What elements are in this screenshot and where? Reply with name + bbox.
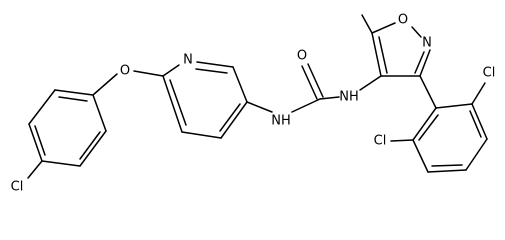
bond-cl-bottom <box>390 139 414 142</box>
bond-carbonyl-o-b <box>307 63 324 98</box>
atom-label-o-isoxazole: O <box>398 13 408 28</box>
dichlorophenyl-ring <box>412 103 488 173</box>
atom-label-o-carbonyl: O <box>297 49 307 64</box>
atom-label-cl-top: Cl <box>483 66 496 81</box>
bond-carbonyl-o-a <box>301 65 318 100</box>
molecule-canvas: Cl O N NH O NH O N Cl Cl <box>11 13 496 195</box>
bond-o-pyridine <box>133 70 164 77</box>
atom-label-n-pyridine: N <box>183 53 193 68</box>
bond-carbonyl-nh <box>319 96 340 100</box>
atom-label-o-ether: O <box>120 64 130 79</box>
pyridine-ring <box>162 61 248 139</box>
atom-label-cl-left: Cl <box>11 180 24 195</box>
bond-methyl <box>361 14 373 34</box>
atom-label-n-isoxazole: N <box>422 36 432 51</box>
structure-diagram: Cl O N NH O NH O N Cl Cl <box>11 13 496 195</box>
atom-label-nh-right: NH <box>339 90 359 105</box>
atom-label-nh-left: NH <box>271 114 291 129</box>
atom-label-cl-bottom: Cl <box>374 134 387 149</box>
chlorophenyl-ring <box>28 89 107 167</box>
bond-nh-isoxazole <box>359 75 382 91</box>
bond-cl-top <box>471 82 486 105</box>
bond-pyridine-nh <box>246 101 273 113</box>
bond-cl-aryl <box>27 160 43 179</box>
bond-isoxazole-aryl <box>419 75 437 109</box>
isoxazole-ring <box>371 22 431 77</box>
bond-aryl-o <box>92 73 118 96</box>
bond-nh-carbonyl <box>291 98 321 113</box>
